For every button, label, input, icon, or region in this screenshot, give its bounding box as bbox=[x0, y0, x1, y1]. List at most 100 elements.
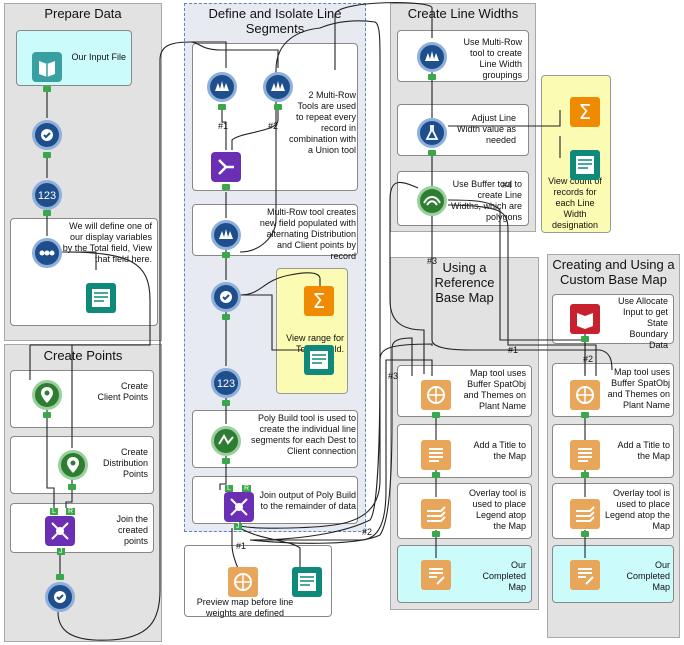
record-id-tool-icon[interactable]: 123 bbox=[32, 180, 62, 210]
comment-count-records: View count of records for each Line Widt… bbox=[548, 176, 602, 230]
comment-distribution-points: Create Distribution Points bbox=[102, 447, 148, 479]
comment-box-completed-ref[interactable] bbox=[397, 545, 532, 603]
poly-build-tool-icon[interactable] bbox=[211, 426, 241, 456]
container-title: Define and Isolate Line Segments bbox=[208, 6, 342, 36]
output-anchor[interactable] bbox=[43, 210, 51, 216]
svg-text:Σ: Σ bbox=[313, 289, 326, 313]
map-tool-icon[interactable] bbox=[421, 380, 451, 410]
comment-map-ref: Map tool uses Buffer SpatObj and Themes … bbox=[463, 368, 526, 411]
comment-multirow-alternating: Multi-Row tool creates new field populat… bbox=[259, 207, 356, 261]
join-output-anchor[interactable]: J bbox=[57, 548, 65, 555]
output-anchor[interactable] bbox=[43, 86, 51, 92]
connection-label: #3 bbox=[427, 256, 438, 266]
buffer-tool-icon[interactable] bbox=[417, 186, 447, 216]
comment-join-points: Join the created points bbox=[116, 514, 148, 546]
output-anchor[interactable] bbox=[222, 458, 230, 464]
render-output-icon[interactable] bbox=[421, 560, 451, 590]
select-tool-icon[interactable] bbox=[211, 282, 241, 312]
output-anchor[interactable] bbox=[274, 104, 282, 110]
comment-multirow-two: 2 Multi-Row Tools are used to repeat eve… bbox=[288, 90, 356, 155]
connection-label: #3 bbox=[388, 371, 399, 381]
output-anchor[interactable] bbox=[222, 184, 230, 190]
comment-overlay-ref: Overlay tool is used to place Legend ato… bbox=[468, 488, 526, 531]
comment-title-ref: Add a Title to the Map bbox=[473, 440, 526, 461]
comment-client-points: Create Client Points bbox=[97, 381, 148, 402]
select-tool-icon[interactable] bbox=[32, 120, 62, 150]
join-output-anchor[interactable]: J bbox=[234, 523, 242, 530]
container-title: Prepare Data bbox=[44, 6, 122, 21]
join-left-anchor[interactable]: L bbox=[50, 508, 58, 515]
select-tool-icon[interactable] bbox=[45, 582, 75, 612]
overlay-tool-icon[interactable] bbox=[570, 499, 600, 529]
summarize-tool-icon[interactable]: Σ bbox=[570, 97, 600, 127]
connection-label: #2 bbox=[583, 354, 594, 364]
connection-label: #1 bbox=[218, 121, 229, 131]
output-anchor[interactable] bbox=[581, 472, 589, 478]
multi-row-tool-icon[interactable] bbox=[263, 72, 293, 102]
output-anchor[interactable] bbox=[581, 336, 589, 342]
connection-label: #2 bbox=[268, 121, 279, 131]
browse-tool-icon[interactable] bbox=[304, 345, 334, 375]
output-anchor[interactable] bbox=[428, 74, 436, 80]
join-right-anchor[interactable]: R bbox=[66, 508, 76, 515]
comment-polybuild: Poly Build tool is used to create the in… bbox=[250, 413, 356, 456]
multi-row-tool-icon[interactable] bbox=[207, 72, 237, 102]
render-output-icon[interactable] bbox=[570, 560, 600, 590]
output-anchor[interactable] bbox=[432, 412, 440, 418]
output-anchor[interactable] bbox=[581, 412, 589, 418]
connection-label: #1 bbox=[236, 541, 247, 551]
output-anchor[interactable] bbox=[222, 252, 230, 258]
join-tool-icon[interactable] bbox=[45, 516, 75, 546]
output-anchor[interactable] bbox=[218, 104, 226, 110]
output-anchor[interactable] bbox=[432, 472, 440, 478]
input-data-book-icon[interactable] bbox=[32, 52, 62, 82]
report-text-icon[interactable] bbox=[570, 440, 600, 470]
join-left-anchor[interactable]: L bbox=[225, 485, 233, 492]
union-tool-icon[interactable] bbox=[211, 152, 241, 182]
comment-completed-ref: Our Completed Map bbox=[482, 560, 526, 592]
map-tool-icon[interactable] bbox=[228, 567, 258, 597]
create-points-dist-icon[interactable] bbox=[58, 450, 88, 480]
connection-label: #2 bbox=[362, 527, 373, 537]
report-text-icon[interactable] bbox=[421, 440, 451, 470]
join-tool-icon[interactable] bbox=[224, 492, 254, 522]
container-title: Using a Reference Base Map bbox=[434, 260, 495, 305]
create-points-client-icon[interactable] bbox=[32, 380, 62, 410]
output-anchor[interactable] bbox=[43, 412, 51, 418]
map-tool-icon[interactable] bbox=[570, 380, 600, 410]
svg-text:123: 123 bbox=[38, 190, 56, 202]
output-anchor[interactable] bbox=[222, 314, 230, 320]
comment-map-custom: Map tool uses Buffer SpatObj and Themes … bbox=[607, 367, 670, 410]
comment-display-variable: We will define one of our display variab… bbox=[62, 221, 152, 264]
formula-flask-icon[interactable] bbox=[417, 118, 447, 148]
svg-text:123: 123 bbox=[217, 378, 235, 390]
summarize-tool-icon[interactable]: Σ bbox=[304, 286, 334, 316]
output-anchor[interactable] bbox=[581, 531, 589, 537]
comment-overlay-custom: Overlay tool is used to place Legend ato… bbox=[604, 488, 670, 531]
output-anchor[interactable] bbox=[222, 400, 230, 406]
multi-row-tool-icon[interactable] bbox=[417, 42, 447, 72]
comment-multirow-width: Use Multi-Row tool to create Line Width … bbox=[463, 37, 522, 80]
browse-dots-tool-icon[interactable] bbox=[32, 238, 62, 268]
output-anchor[interactable] bbox=[56, 574, 64, 580]
comment-allocate: Use Allocate Input to get State Boundary… bbox=[617, 296, 668, 350]
allocate-input-icon[interactable] bbox=[570, 304, 600, 334]
container-title: Create Points bbox=[43, 348, 123, 363]
multi-row-tool-icon[interactable] bbox=[211, 220, 241, 250]
browse-tool-icon[interactable] bbox=[292, 567, 322, 597]
output-anchor[interactable] bbox=[428, 150, 436, 156]
join-right-anchor[interactable]: R bbox=[242, 485, 252, 492]
comment-completed-custom: Our Completed Map bbox=[626, 560, 670, 592]
output-anchor[interactable] bbox=[43, 152, 51, 158]
record-id-tool-icon[interactable]: 123 bbox=[211, 368, 241, 398]
overlay-tool-icon[interactable] bbox=[421, 499, 451, 529]
comment-title-custom: Add a Title to the Map bbox=[617, 440, 670, 461]
output-anchor[interactable] bbox=[68, 484, 76, 490]
svg-text:Σ: Σ bbox=[579, 100, 592, 124]
comment-preview-map: Preview map before line weights are defi… bbox=[196, 597, 294, 618]
comment-join-poly: Join output of Poly Build to the remaind… bbox=[259, 490, 356, 511]
output-anchor[interactable] bbox=[432, 531, 440, 537]
browse-tool-icon[interactable] bbox=[570, 150, 600, 180]
container-title: Create Line Widths bbox=[407, 6, 519, 21]
browse-tool-icon[interactable] bbox=[86, 283, 116, 313]
